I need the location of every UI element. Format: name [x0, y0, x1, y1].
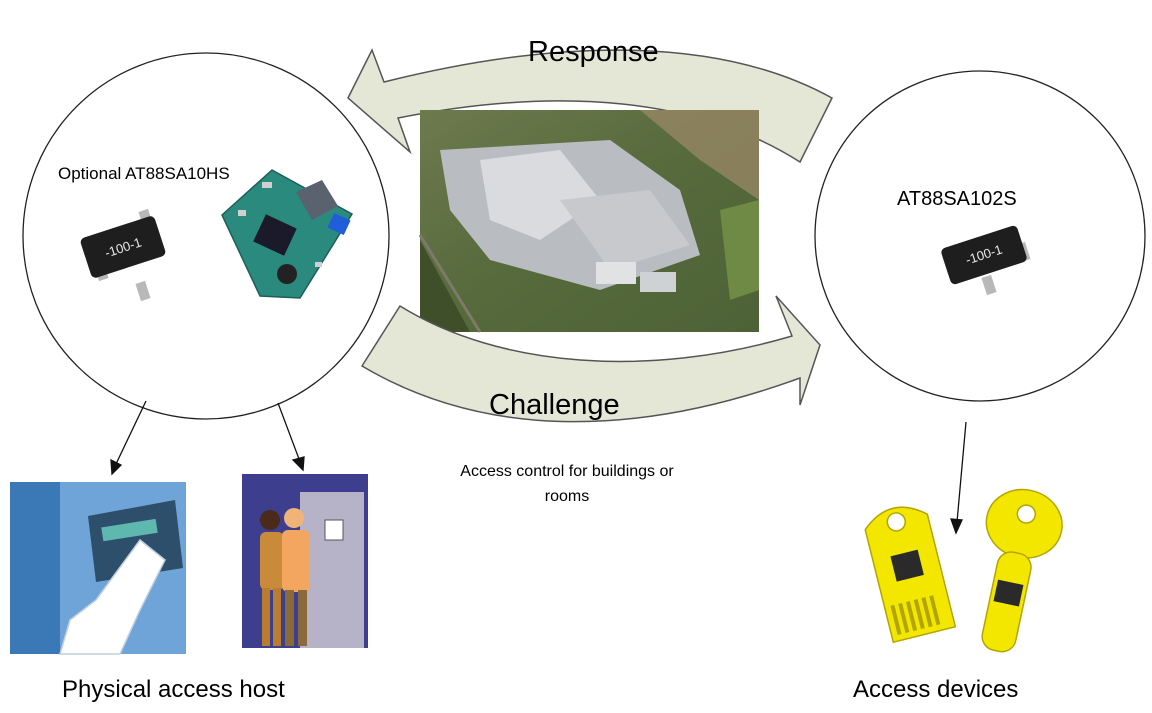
- host-circle: [22, 52, 390, 420]
- device-chip-label: AT88SA102S: [897, 188, 1017, 210]
- door-entry-illustration: [242, 474, 368, 648]
- challenge-label: Challenge: [489, 389, 620, 421]
- device-chip-icon: -100-1: [941, 225, 1031, 296]
- building-aerial-photo: [418, 110, 759, 333]
- building-caption: Access control for buildings or rooms: [460, 463, 674, 505]
- challenge-arrow: [360, 295, 821, 423]
- access-key-tokens: [864, 488, 1063, 653]
- keypad-illustration: [10, 482, 186, 655]
- response-label: Response: [528, 36, 659, 68]
- devices-title: Access devices: [853, 676, 1019, 703]
- connector-arrows: [110, 400, 967, 535]
- device-circle: [814, 70, 1146, 402]
- host-title: Physical access host: [62, 676, 285, 703]
- host-chip-icon: -100-1: [80, 208, 166, 302]
- development-board-icon: [221, 169, 354, 299]
- host-chip-label: Optional AT88SA10HS: [58, 164, 230, 183]
